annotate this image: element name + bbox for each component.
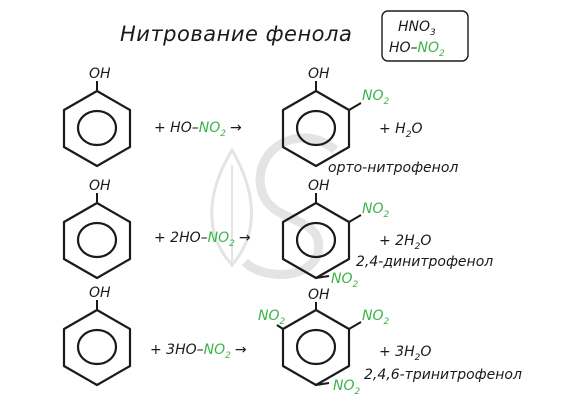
reagent-hno3: HNO3 (398, 19, 436, 38)
reagent-label: + 2HO–NO2→ (154, 230, 251, 249)
reagent-box: HNO3 HO–NO2 (381, 10, 469, 62)
dinitrophenol-molecule: OH NO2 NO2 (281, 178, 390, 290)
oh-label: OH (308, 178, 330, 194)
no2-label: NO2 (362, 308, 390, 327)
leaf-watermark-icon (210, 133, 338, 279)
product-name: 2,4-динитрофенол (356, 254, 493, 270)
reagent-label: + 3HO–NO2→ (150, 342, 247, 361)
page-title: Нитрование фенола (120, 22, 352, 46)
oh-label: OH (89, 285, 111, 301)
phenol-molecule: OH (62, 285, 132, 387)
oh-label: OH (308, 66, 330, 82)
no2-label: NO2 (331, 271, 359, 290)
oh-label: OH (89, 178, 111, 194)
trinitrophenol-molecule: OH NO2 NO2 NO2 (258, 287, 390, 397)
no2-label: NO2 (362, 201, 390, 220)
water-label: + 2H2O (379, 233, 431, 252)
oh-label: OH (89, 66, 111, 82)
no2-label: NO2 (258, 308, 286, 327)
phenol-molecule: OH (62, 178, 132, 280)
reaction-row-1: OH + HO–NO2→ OH NO2 + H2O орто-нитрофено… (62, 66, 458, 176)
reagent-label: + HO–NO2→ (154, 120, 242, 139)
water-label: + 3H2O (379, 344, 431, 363)
reagent-ho-no2: HO–NO2 (389, 40, 445, 59)
product-name: орто-нитрофенол (328, 160, 458, 176)
product-name: 2,4,6-тринитрофенол (364, 367, 522, 383)
oh-label: OH (308, 287, 330, 303)
reaction-row-2: OH + 2HO–NO2→ OH NO2 NO2 + 2H2O 2,4-дини… (62, 178, 493, 290)
no2-label: NO2 (333, 378, 361, 397)
reaction-row-3: OH + 3HO–NO2→ OH NO2 NO2 NO2 + 3H2O 2,4,… (62, 285, 522, 397)
ortho-nitrophenol-molecule: OH NO2 (281, 66, 390, 168)
no2-label: NO2 (362, 88, 390, 107)
water-label: + H2O (379, 121, 422, 140)
phenol-molecule: OH (62, 66, 132, 168)
